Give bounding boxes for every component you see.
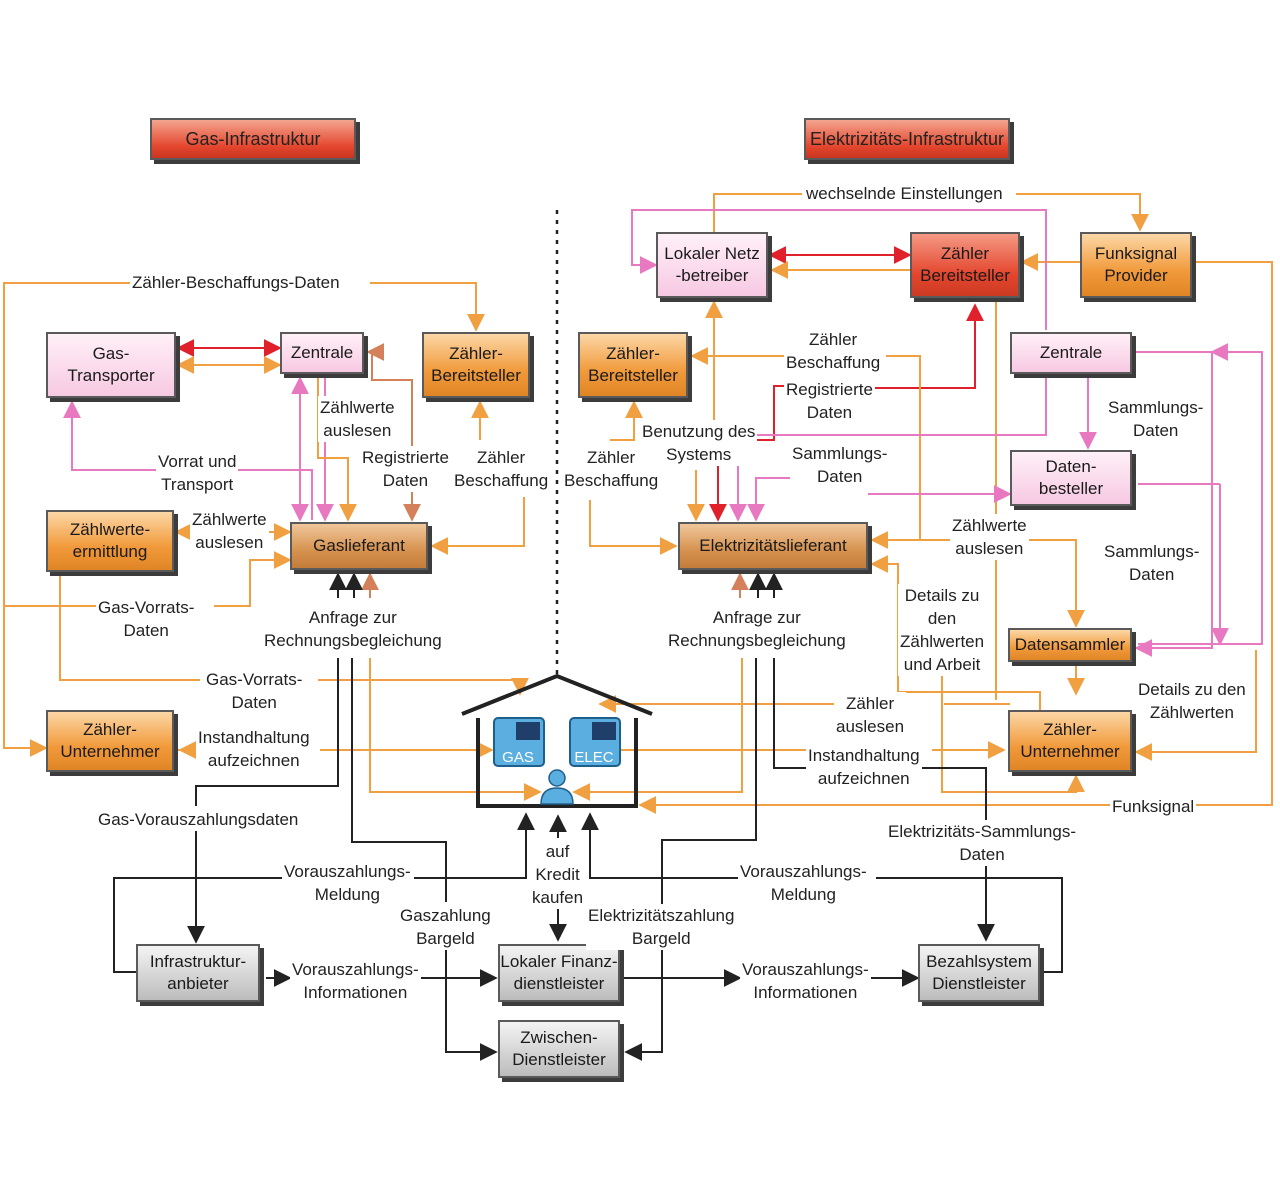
node-elektrizitaetslieferant: Elektrizitätslieferant <box>678 522 868 570</box>
label-zaehlwerte-auslesen-gas: Zählwerte auslesen <box>318 396 397 442</box>
label-zaehler-auslesen: Zähler auslesen <box>834 692 907 738</box>
label-registrierte-daten-elec: Registrierte Daten <box>784 378 875 424</box>
edge-gas-vorrats-daten-1 <box>4 560 290 607</box>
node-infrastrukturanbieter: Infrastruktur- anbieter <box>136 944 260 1002</box>
label-zaehlwerte-auslesen-gas2: Zählwerte auslesen <box>190 508 269 554</box>
label-zaehler-beschaffung-gas: Zähler Beschaffung <box>452 446 551 492</box>
label-anfrage-elec: Anfrage zur Rechnungsbegleichung <box>666 606 848 652</box>
edge-zaehler-beschaffungs-daten <box>3 282 130 757</box>
house-walls <box>476 718 638 808</box>
node-zaehler-bereitsteller-red: Zähler Bereitsteller <box>910 232 1020 298</box>
edge-registrierte-daten-gas <box>366 343 421 522</box>
node-lokaler-netzbetreiber: Lokaler Netz -betreiber <box>656 232 768 298</box>
edge-elec-black-1 <box>624 658 757 1061</box>
label-zaehler-beschaffung-elec: Zähler Beschaffung <box>562 446 661 492</box>
node-zaehler-bereitsteller-elec: Zähler- Bereitsteller <box>578 332 688 398</box>
node-zentrale-elec: Zentrale <box>1010 332 1132 374</box>
edge-elec-black-2 <box>773 658 987 820</box>
label-vorauszahlungs-meldung-right: Vorauszahlungs- Meldung <box>738 860 869 906</box>
edge-unternehmer-house <box>941 672 1085 793</box>
label-auf-kredit-kaufen: auf Kredit kaufen <box>530 840 586 909</box>
node-funksignal-provider: Funksignal Provider <box>1080 232 1192 298</box>
edge-registrierte-red-up <box>860 303 984 389</box>
edge-funksignal-provider-right <box>1196 261 1273 806</box>
label-gas-vorrats-daten-1: Gas-Vorrats- Daten <box>96 596 197 642</box>
edge-pink-right-loop2 <box>1138 483 1220 644</box>
node-zwischen-dienstleister: Zwischen- Dienstleister <box>498 1020 620 1078</box>
label-elektrizitaets-sammlungs-daten: Elektrizitäts-Sammlungs- Daten <box>886 820 1078 866</box>
label-sammlungs-daten-1: Sammlungs- Daten <box>790 442 890 488</box>
node-lokaler-finanzdienstleister: Lokaler Finanz- dienstleister <box>498 944 620 1002</box>
person-head-icon <box>548 769 566 787</box>
edge-pink-elec-1 <box>729 378 1047 522</box>
node-bezahlsystem-dienstleister: Bezahlsystem Dienstleister <box>918 944 1040 1002</box>
node-datensammler: Datensammler <box>1008 628 1132 662</box>
house: GAS ELEC <box>461 673 653 808</box>
header-gas-infrastruktur: Gas-Infrastruktur <box>150 118 356 160</box>
node-zentrale-gas: Zentrale <box>280 332 364 374</box>
edge-vorauszahlungs-meldung-right <box>590 814 1063 973</box>
elec-meter-keypad <box>592 722 616 740</box>
label-gas-vorrats-daten-2: Gas-Vorrats- Daten <box>204 668 305 714</box>
edge-details-zaehlwerten <box>1134 650 1257 761</box>
label-sammlungs-daten-2: Sammlungs- Daten <box>1106 396 1206 442</box>
node-zaehler-unternehmer-elec: Zähler- Unternehmer <box>1008 710 1132 772</box>
edge-wechselnde-einstellungen <box>713 193 1140 232</box>
label-zaehlwerte-auslesen-elec: Zählwerte auslesen <box>950 514 1029 560</box>
label-elektrizitaetszahlung-bargeld: Elektrizitätszahlung Bargeld <box>586 904 737 950</box>
edge-gas-vorauszahlungsdaten <box>196 658 339 942</box>
node-zaehler-unternehmer-gas: Zähler- Unternehmer <box>46 710 174 772</box>
edge-elec-house-orange <box>572 658 743 801</box>
label-instandhaltung-gas: Instandhaltung aufzeichnen <box>196 726 312 772</box>
label-vorauszahlungs-info-right: Vorauszahlungs- Informationen <box>740 958 871 1004</box>
label-wechselnde-einstellungen: wechselnde Einstellungen <box>804 182 1005 205</box>
node-zaehlwerte-ermittlung: Zählwerte- ermittlung <box>46 510 174 572</box>
edge-zaehler-beschaffung-elec <box>589 500 678 555</box>
header-elektrizitaets-infrastruktur: Elektrizitäts-Infrastruktur <box>804 118 1010 160</box>
node-gaslieferant: Gaslieferant <box>290 522 428 570</box>
edge-pink-top-loop <box>631 209 1047 330</box>
label-gaszahlung-bargeld: Gaszahlung Bargeld <box>398 904 493 950</box>
edge-zaehler-beschaffungs-daten-right <box>370 282 485 332</box>
edge-beschaffung-bereitsteller-elec <box>610 400 643 441</box>
node-datenbesteller: Daten- besteller <box>1010 450 1132 506</box>
node-zaehler-bereitsteller-gas: Zähler- Bereitsteller <box>422 332 530 398</box>
label-registrierte-daten-gas: Registrierte Daten <box>360 446 451 492</box>
label-details-zaehlwerten: Details zu den Zählwerten <box>1136 678 1248 724</box>
node-gas-transporter: Gas- Transporter <box>46 332 176 398</box>
label-vorrat-und-transport: Vorrat und Transport <box>156 450 239 496</box>
person-body-icon <box>540 787 574 805</box>
label-zaehler-beschaffung-elec-top: Zähler Beschaffung <box>784 328 883 374</box>
gas-meter-label: GAS <box>502 749 534 766</box>
edge-gaslieferant-house-orange <box>369 658 542 801</box>
edge-pink-right-loop3 <box>1138 343 1263 645</box>
label-details-zaehlwerte-arbeit: Details zu den Zählwerten und Arbeit <box>898 584 987 676</box>
label-sammlungs-daten-3: Sammlungs- Daten <box>1102 540 1202 586</box>
label-gas-vorauszahlungsdaten: Gas-Vorauszahlungsdaten <box>96 808 301 831</box>
edge-zaehler-beschaffung-gas <box>430 497 525 555</box>
label-zaehler-beschaffungs-daten: Zähler-Beschaffungs-Daten <box>130 271 342 294</box>
edge-vorauszahlungs-meldung-left <box>113 814 526 973</box>
label-instandhaltung-elec: Instandhaltung aufzeichnen <box>806 744 922 790</box>
label-funksignal: Funksignal <box>1110 795 1197 818</box>
label-vorauszahlungs-meldung-left: Vorauszahlungs- Meldung <box>282 860 413 906</box>
elec-meter-label: ELEC <box>574 749 613 766</box>
label-anfrage-gas: Anfrage zur Rechnungsbegleichung <box>262 606 444 652</box>
house-roof <box>461 673 653 716</box>
gas-meter-keypad <box>516 722 540 740</box>
label-vorauszahlungs-info-left: Vorauszahlungs- Informationen <box>290 958 421 1004</box>
